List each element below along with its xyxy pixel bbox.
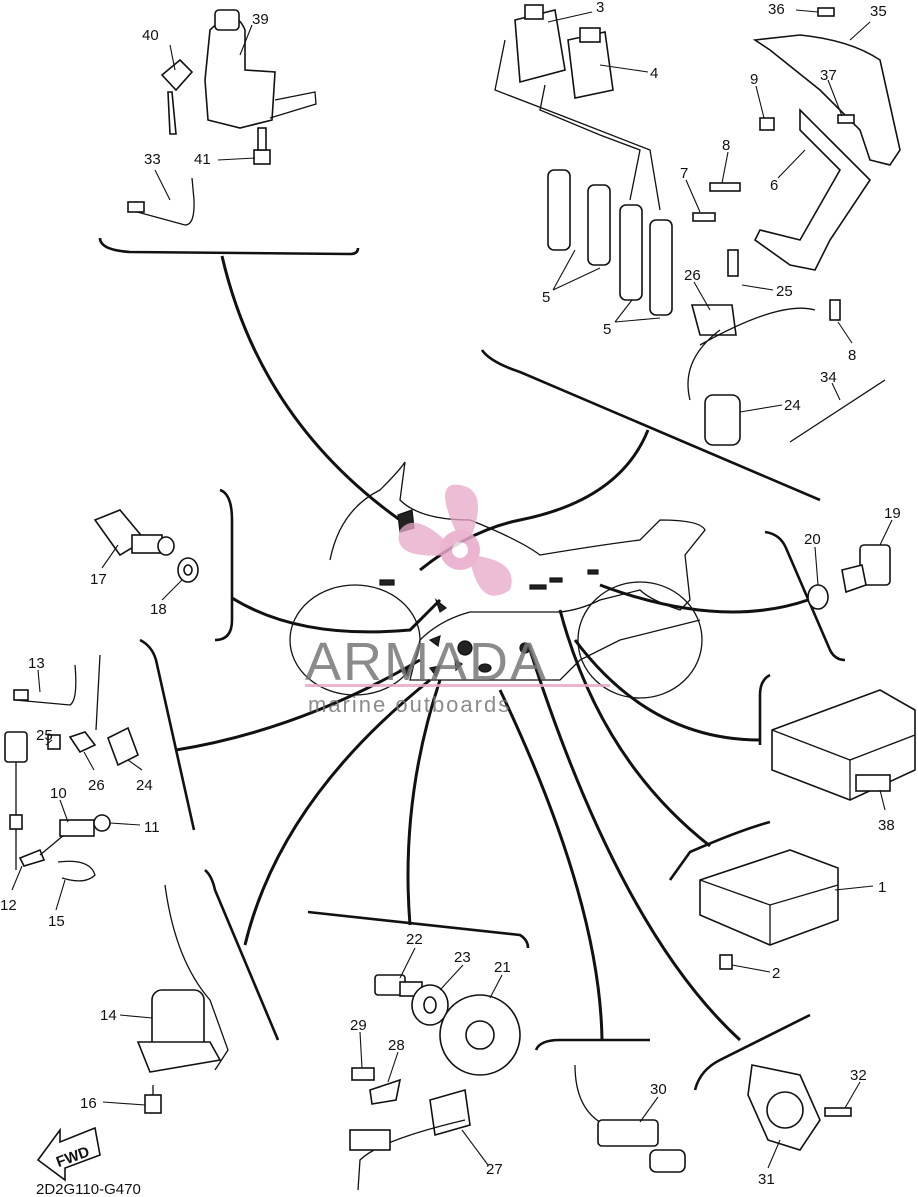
callout: 11 [144, 819, 160, 836]
callout: 26 [684, 267, 701, 284]
sensor-17 [93, 509, 175, 557]
throttle-sensor-31 [747, 1064, 821, 1151]
motorcycle-silhouette [289, 461, 706, 699]
callout: 5 [603, 321, 611, 338]
callout: 13 [28, 655, 45, 672]
callout: 38 [878, 817, 895, 834]
ecu-1 [699, 849, 839, 970]
callout: 10 [50, 785, 67, 802]
callout: 26 [88, 777, 105, 794]
ignition-switch [204, 9, 317, 129]
callout: 15 [48, 913, 65, 930]
screw-41 [253, 127, 271, 165]
callout: 37 [820, 67, 837, 84]
callout: 16 [80, 1095, 97, 1112]
callout: 20 [804, 531, 821, 548]
callout: 36 [768, 1, 785, 18]
callout: 8 [722, 137, 730, 154]
screw-32 [824, 1107, 852, 1117]
callout: 23 [454, 949, 471, 966]
callout: 39 [252, 11, 269, 28]
drawing-code: 2D2G110-G470 [36, 1181, 141, 1197]
screw-16 [144, 1085, 162, 1114]
sensor-24-top [687, 304, 816, 446]
leader-lines [11, 9, 893, 1169]
callout: 14 [100, 1007, 117, 1024]
watermark: ARMADA marine outboards [305, 484, 610, 717]
callout-numbers: 40 39 33 41 3 4 5 5 36 35 9 37 8 6 7 26 … [0, 0, 901, 1188]
callout: 3 [596, 0, 604, 16]
sensor-rotor-21 [439, 994, 521, 1076]
callout: 32 [850, 1067, 867, 1084]
callout: 35 [870, 3, 887, 20]
callout: 41 [194, 151, 211, 168]
callout: 33 [144, 151, 161, 168]
callout: 24 [784, 397, 801, 414]
callout: 5 [542, 289, 550, 306]
ecu-38 [771, 689, 916, 801]
callout: 21 [494, 959, 511, 976]
callout: 8 [848, 347, 856, 364]
o2-sensor-30 [574, 1064, 686, 1173]
bracket-6 [753, 108, 872, 271]
callout: 2 [772, 965, 780, 982]
callout: 31 [758, 1171, 775, 1188]
callout: 4 [650, 65, 658, 82]
bolts-7-8-9-36-37 [692, 7, 855, 321]
callout: 34 [820, 369, 837, 386]
callout: 1 [878, 879, 886, 896]
watermark-brand: ARMADA [305, 632, 548, 692]
callout: 17 [90, 571, 107, 588]
propeller-logo-icon [398, 484, 512, 596]
ignition-coil-4 [539, 27, 641, 201]
callout: 29 [350, 1017, 367, 1034]
speed-sensor-27 [349, 1067, 471, 1191]
bracket-35 [752, 34, 901, 166]
callout: 22 [406, 931, 423, 948]
callout: 25 [776, 283, 793, 300]
callout: 28 [388, 1037, 405, 1054]
callout: 27 [486, 1161, 503, 1178]
spark-plug-caps-5 [547, 169, 673, 316]
callout: 12 [0, 897, 17, 914]
washer-18 [177, 557, 199, 583]
callout: 19 [884, 505, 901, 522]
callout: 24 [136, 777, 153, 794]
fwd-arrow-icon: FWD [36, 1126, 101, 1182]
callout: 40 [142, 27, 159, 44]
washer-20 [807, 584, 829, 610]
sensor-19 [841, 544, 891, 594]
callout: 18 [150, 601, 167, 618]
callout: 25 [36, 727, 53, 744]
actuator-14 [136, 884, 229, 1073]
ignition-coil-3 [494, 4, 661, 211]
callout: 9 [750, 71, 758, 88]
key [160, 58, 194, 135]
sensor-group-left [4, 654, 139, 882]
washer-23 [411, 984, 449, 1026]
cable-tie-34 [789, 379, 886, 443]
callout: 7 [680, 165, 688, 182]
callout: 30 [650, 1081, 667, 1098]
group-brackets [98, 237, 846, 1091]
cable-tie-33 [127, 177, 195, 226]
watermark-tagline: marine outboards [308, 692, 511, 717]
callout: 6 [770, 177, 778, 194]
